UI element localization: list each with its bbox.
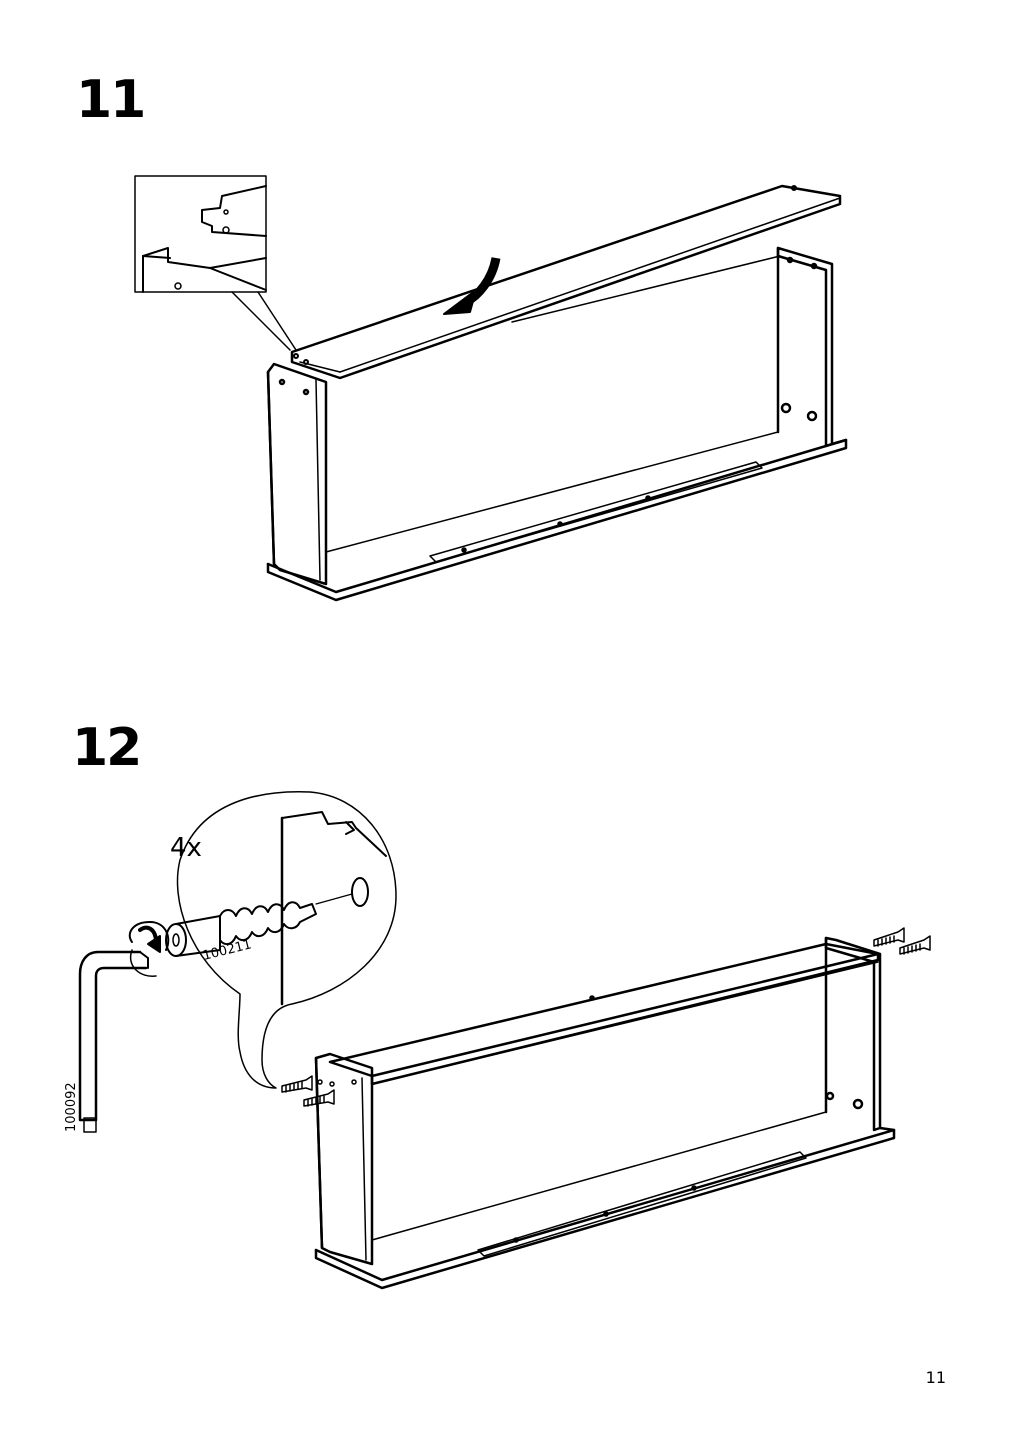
step-11-top-panel: [290, 184, 842, 380]
step-11-illustration: [134, 175, 848, 602]
step-11-frame: [266, 246, 848, 602]
screw-icon: [281, 1075, 357, 1107]
step-12-callout: [165, 791, 397, 1089]
page-number: 11: [925, 1368, 946, 1387]
step-11-arrow: [443, 256, 501, 315]
step-12-frame: [314, 936, 896, 1290]
step-11-number: 11: [76, 70, 146, 130]
step-12-number: 12: [72, 718, 142, 778]
tool-code-label: 100092: [64, 1082, 79, 1132]
quantity-label: 4x: [170, 833, 202, 863]
part-code-label: 100211: [201, 937, 253, 964]
step-11-detail-inset: [134, 175, 297, 351]
allen-key-icon: [78, 921, 170, 1133]
screw-icon: [873, 927, 931, 955]
